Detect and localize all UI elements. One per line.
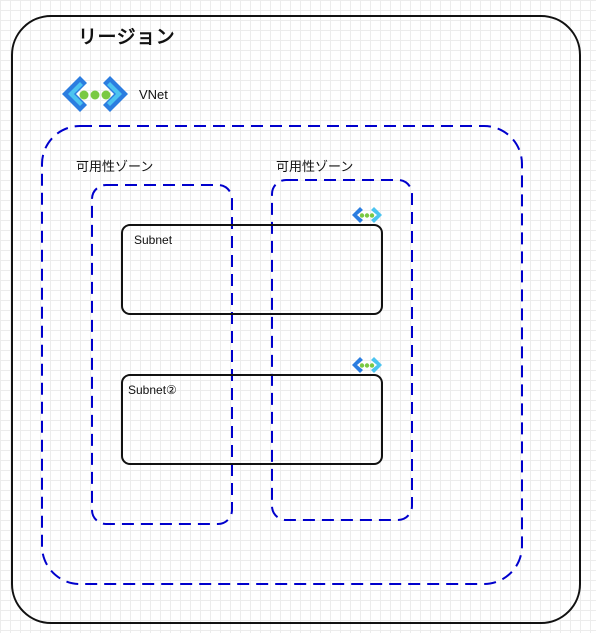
region-label: リージョン (78, 27, 176, 48)
vnet-boundary (41, 125, 523, 585)
availability-zone-2-label: 可用性ゾーン (276, 159, 354, 174)
subnet-2-box (121, 374, 383, 465)
subnet-2-label: Subnet② (128, 383, 177, 397)
availability-zone-1-label: 可用性ゾーン (76, 159, 154, 174)
subnet-1-label: Subnet (134, 233, 173, 247)
vnet-label: VNet (139, 87, 168, 102)
subnet-1-vnet-icon (352, 207, 382, 223)
subnet-2-vnet-icon (352, 357, 382, 373)
availability-zone-1-boundary (91, 184, 233, 525)
availability-zone-2-boundary (271, 179, 413, 521)
subnet-1-box (121, 224, 383, 315)
region-box (11, 15, 581, 624)
vnet-icon (62, 76, 128, 112)
